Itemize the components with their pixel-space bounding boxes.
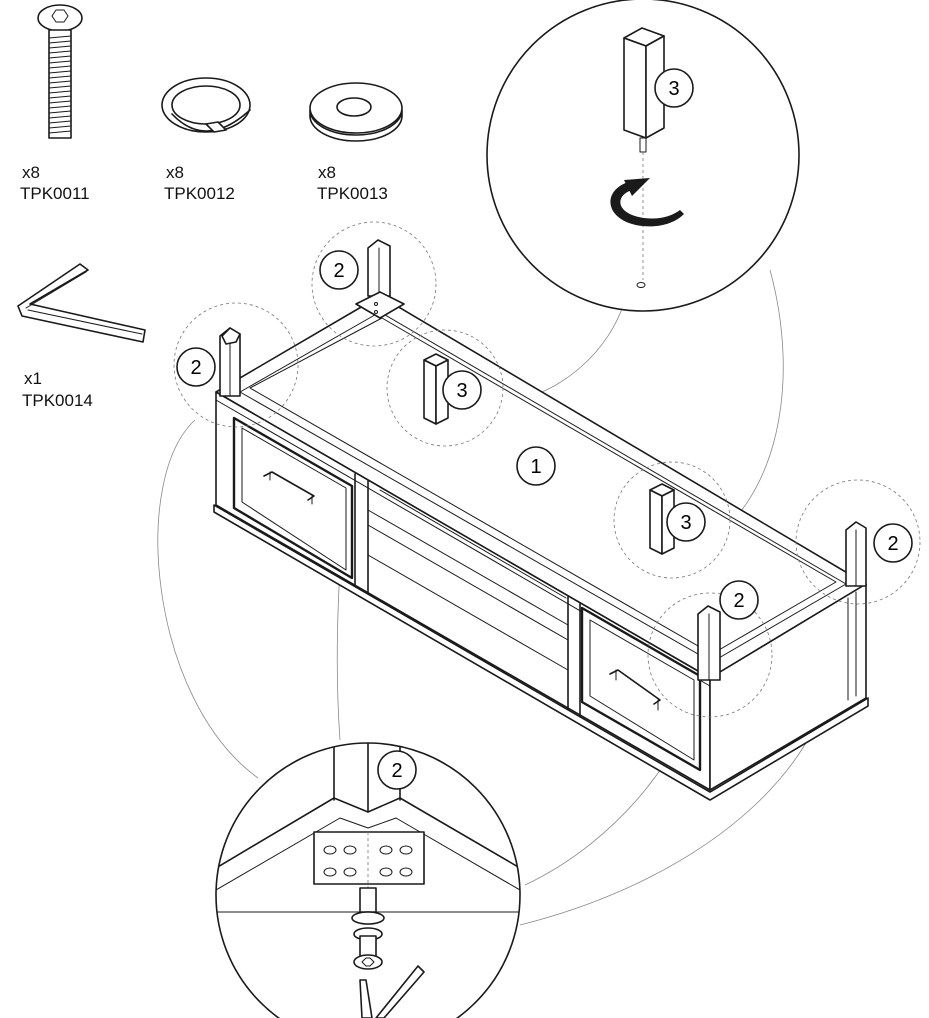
- corner-post-left: [219, 327, 241, 397]
- hex-key-in-use-icon: [359, 965, 425, 1018]
- hex-key-qty: x1: [24, 369, 42, 388]
- corner-post-right: [845, 521, 867, 587]
- detail-corner-bracket: 2: [215, 742, 521, 1018]
- split-lock-washer-icon: [161, 77, 251, 133]
- corner-post-back: [355, 239, 405, 319]
- callout-2-detail-text: 2: [391, 760, 402, 782]
- flat-washer-code: TPK0013: [317, 184, 388, 203]
- hardware-hex-key: x1 TPK0014: [17, 263, 146, 410]
- screw-code: TPK0011: [20, 184, 90, 203]
- right-drawer: [580, 606, 702, 772]
- svg-text:2: 2: [733, 590, 744, 612]
- svg-text:2: 2: [190, 357, 201, 379]
- hardware-flat-washer: x8 TPK0013: [309, 82, 403, 203]
- svg-text:3: 3: [456, 380, 467, 402]
- callout-2-back: 2: [319, 250, 359, 290]
- left-drawer-handle: [263, 471, 315, 505]
- lock-washer-qty: x8: [166, 163, 184, 182]
- svg-text:2: 2: [333, 260, 344, 282]
- callout-3-right: 3: [666, 502, 706, 542]
- detail-leg-post: 3: [486, 0, 800, 312]
- flat-washer-qty: x8: [318, 163, 336, 182]
- callout-1-text: 1: [530, 456, 541, 478]
- callout-1: 1: [516, 446, 556, 486]
- cabinet-frame: [213, 295, 869, 801]
- lock-washer-code: TPK0012: [164, 184, 235, 203]
- screw-qty: x8: [22, 163, 40, 182]
- hardware-lock-washer: x8 TPK0012: [161, 77, 251, 203]
- leg-post-1: [423, 353, 449, 425]
- leg-post-part: [623, 27, 665, 280]
- callout-2-front: 2: [719, 580, 759, 620]
- focus-circles: [173, 221, 921, 718]
- callout-2-detail: 2: [377, 750, 417, 790]
- corner-posts: [219, 239, 867, 681]
- hex-key-icon: [17, 263, 146, 343]
- callout-3-detail-text: 3: [668, 78, 679, 100]
- corner-post-front: [697, 605, 721, 681]
- right-drawer-handle: [609, 669, 661, 711]
- flat-washer-icon: [309, 82, 403, 142]
- rotate-arrow-icon: [610, 178, 684, 227]
- leg-post-2: [649, 483, 675, 555]
- callout-2-left: 2: [176, 347, 216, 387]
- callout-3-left: 3: [442, 370, 482, 410]
- svg-text:3: 3: [680, 512, 691, 534]
- svg-text:2: 2: [887, 533, 898, 555]
- left-drawer: [232, 416, 354, 580]
- hex-socket-screw-icon: [37, 4, 83, 139]
- callout-3-detail: 3: [654, 68, 694, 108]
- bolt-stack-icon: [351, 887, 385, 970]
- hardware-screw: x8 TPK0011: [20, 4, 90, 203]
- hex-key-code: TPK0014: [22, 391, 93, 410]
- callout-2-right: 2: [873, 523, 913, 563]
